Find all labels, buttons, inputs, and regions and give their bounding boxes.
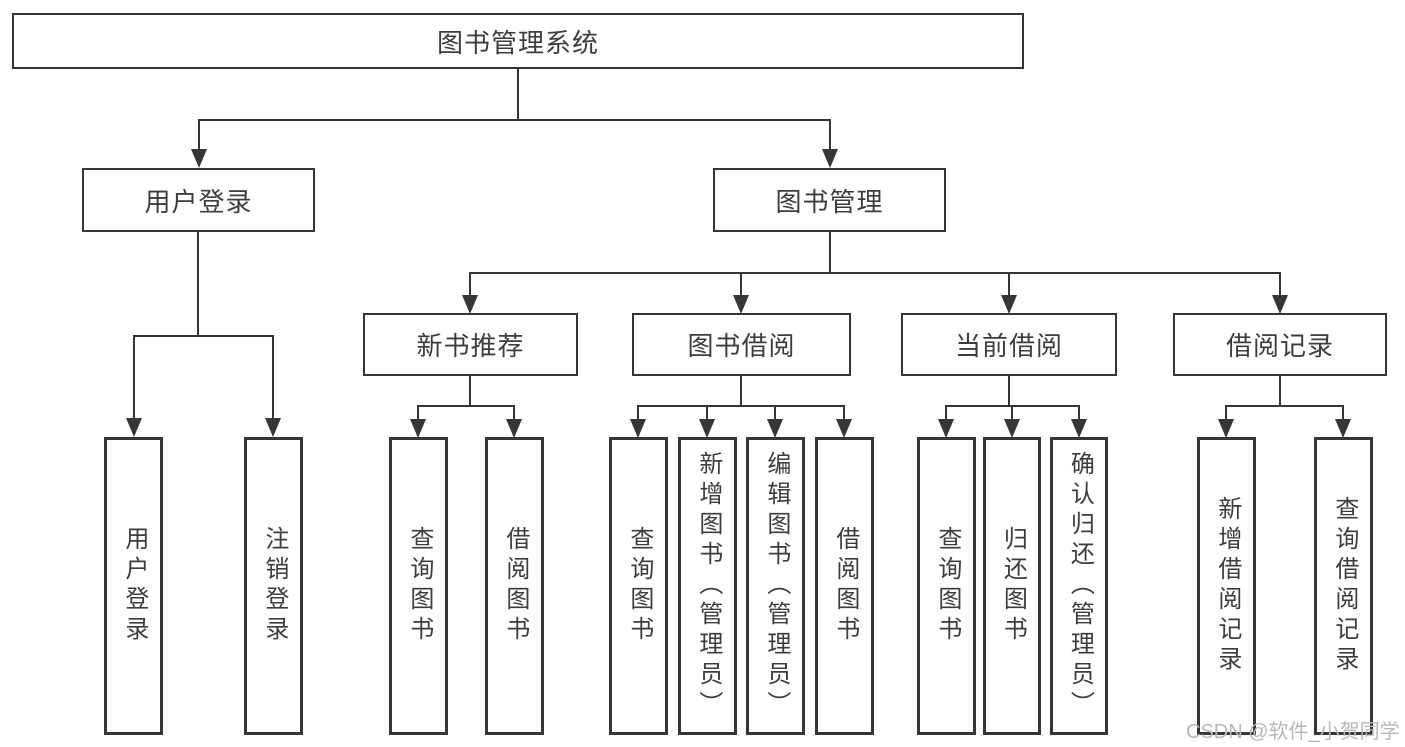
connector-segment <box>1008 272 1010 296</box>
leaf-borrow-add-admin-label: 新增图书（管理员） <box>694 451 722 721</box>
connector-segment <box>637 405 639 420</box>
leaf-borrow-edit-admin: 编辑图书（管理员） <box>746 437 805 735</box>
connector-arrowhead <box>938 419 954 438</box>
leaf-current-query: 查询图书 <box>917 437 976 735</box>
node-book-management: 图书管理 <box>713 168 946 232</box>
connector-segment <box>417 405 419 420</box>
connector-segment <box>1279 272 1281 296</box>
leaf-user-login-label: 用户登录 <box>120 526 148 646</box>
connector-segment <box>774 405 776 420</box>
leaf-newbooks-query-label: 查询图书 <box>405 526 433 646</box>
leaf-current-confirm-admin-label: 确认归还（管理员） <box>1066 451 1094 721</box>
node-user-login: 用户登录 <box>82 168 315 232</box>
node-root-label: 图书管理系统 <box>436 27 599 58</box>
node-borrow-records: 借阅记录 <box>1173 313 1387 376</box>
connector-arrowhead <box>506 419 522 438</box>
node-user-login-label: 用户登录 <box>144 186 253 217</box>
leaf-newbooks-borrow-label: 借阅图书 <box>501 526 529 646</box>
connector-segment <box>418 405 515 407</box>
connector-segment <box>1011 405 1013 420</box>
leaf-borrow-book-label: 借阅图书 <box>831 526 859 646</box>
connector-arrowhead <box>1218 419 1234 438</box>
leaf-logout: 注销登录 <box>244 437 303 735</box>
connector-segment <box>198 119 831 121</box>
connector-segment <box>197 232 199 336</box>
connector-segment <box>843 405 845 420</box>
connector-arrowhead <box>699 419 715 438</box>
csdn-watermark: CSDN @软件_小贺同学 <box>1186 721 1400 743</box>
connector-arrowhead <box>767 419 783 438</box>
node-book-borrow: 图书借阅 <box>632 313 851 376</box>
leaf-borrow-book: 借阅图书 <box>815 437 874 735</box>
leaf-newbooks-borrow: 借阅图书 <box>485 437 544 735</box>
leaf-records-query-label: 查询借阅记录 <box>1330 496 1358 676</box>
leaf-borrow-add-admin: 新增图书（管理员） <box>678 437 737 735</box>
leaf-records-add-label: 新增借阅记录 <box>1213 496 1241 676</box>
leaf-current-return-label: 归还图书 <box>999 526 1027 646</box>
connector-segment <box>740 272 742 296</box>
node-borrow-records-label: 借阅记录 <box>1225 331 1334 361</box>
connector-arrowhead <box>733 295 749 314</box>
connector-arrowhead <box>410 419 426 438</box>
connector-segment <box>638 405 845 407</box>
leaf-current-confirm-admin: 确认归还（管理员） <box>1050 437 1108 735</box>
connector-segment <box>469 272 471 296</box>
connector-segment <box>517 69 519 120</box>
connector-arrowhead <box>1001 295 1017 314</box>
connector-arrowhead <box>822 149 838 168</box>
node-new-book-recommend: 新书推荐 <box>363 313 578 376</box>
connector-segment <box>198 119 200 150</box>
connector-arrowhead <box>462 295 478 314</box>
node-current-borrow: 当前借阅 <box>901 313 1117 376</box>
leaf-records-query: 查询借阅记录 <box>1314 437 1373 735</box>
connector-arrowhead <box>191 149 207 168</box>
connector-arrowhead <box>1272 295 1288 314</box>
connector-segment <box>1225 405 1227 420</box>
connector-segment <box>1226 405 1344 407</box>
connector-segment <box>829 119 831 150</box>
node-book-management-label: 图书管理 <box>775 186 884 217</box>
connector-segment <box>829 232 831 274</box>
connector-segment <box>272 335 274 419</box>
leaf-borrow-edit-admin-label: 编辑图书（管理员） <box>762 451 790 721</box>
node-current-borrow-label: 当前借阅 <box>954 331 1063 361</box>
connector-segment <box>470 272 1281 274</box>
connector-segment <box>1279 376 1281 406</box>
connector-arrowhead <box>126 418 142 437</box>
connector-segment <box>1078 405 1080 420</box>
leaf-records-add: 新增借阅记录 <box>1197 437 1256 735</box>
leaf-borrow-query-label: 查询图书 <box>625 526 653 646</box>
connector-segment <box>946 405 1080 407</box>
connector-segment <box>1342 405 1344 420</box>
leaf-borrow-query: 查询图书 <box>609 437 668 735</box>
connector-arrowhead <box>1071 419 1087 438</box>
connector-segment <box>706 405 708 420</box>
node-book-borrow-label: 图书借阅 <box>687 331 796 361</box>
connector-segment <box>513 405 515 420</box>
connector-arrowhead <box>630 419 646 438</box>
connector-segment <box>740 376 742 406</box>
leaf-logout-label: 注销登录 <box>260 526 288 646</box>
connector-arrowhead <box>1004 419 1020 438</box>
connector-segment <box>469 376 471 406</box>
node-root: 图书管理系统 <box>12 13 1024 69</box>
connector-segment <box>133 335 135 419</box>
leaf-current-query-label: 查询图书 <box>933 526 961 646</box>
connector-segment <box>133 335 274 337</box>
connector-arrowhead <box>265 418 281 437</box>
connector-segment <box>1008 376 1010 406</box>
leaf-user-login: 用户登录 <box>104 437 163 735</box>
connector-segment <box>945 405 947 420</box>
connector-arrowhead <box>836 419 852 438</box>
node-new-book-recommend-label: 新书推荐 <box>416 331 525 361</box>
leaf-newbooks-query: 查询图书 <box>389 437 448 735</box>
connector-arrowhead <box>1335 419 1351 438</box>
leaf-current-return: 归还图书 <box>983 437 1041 735</box>
